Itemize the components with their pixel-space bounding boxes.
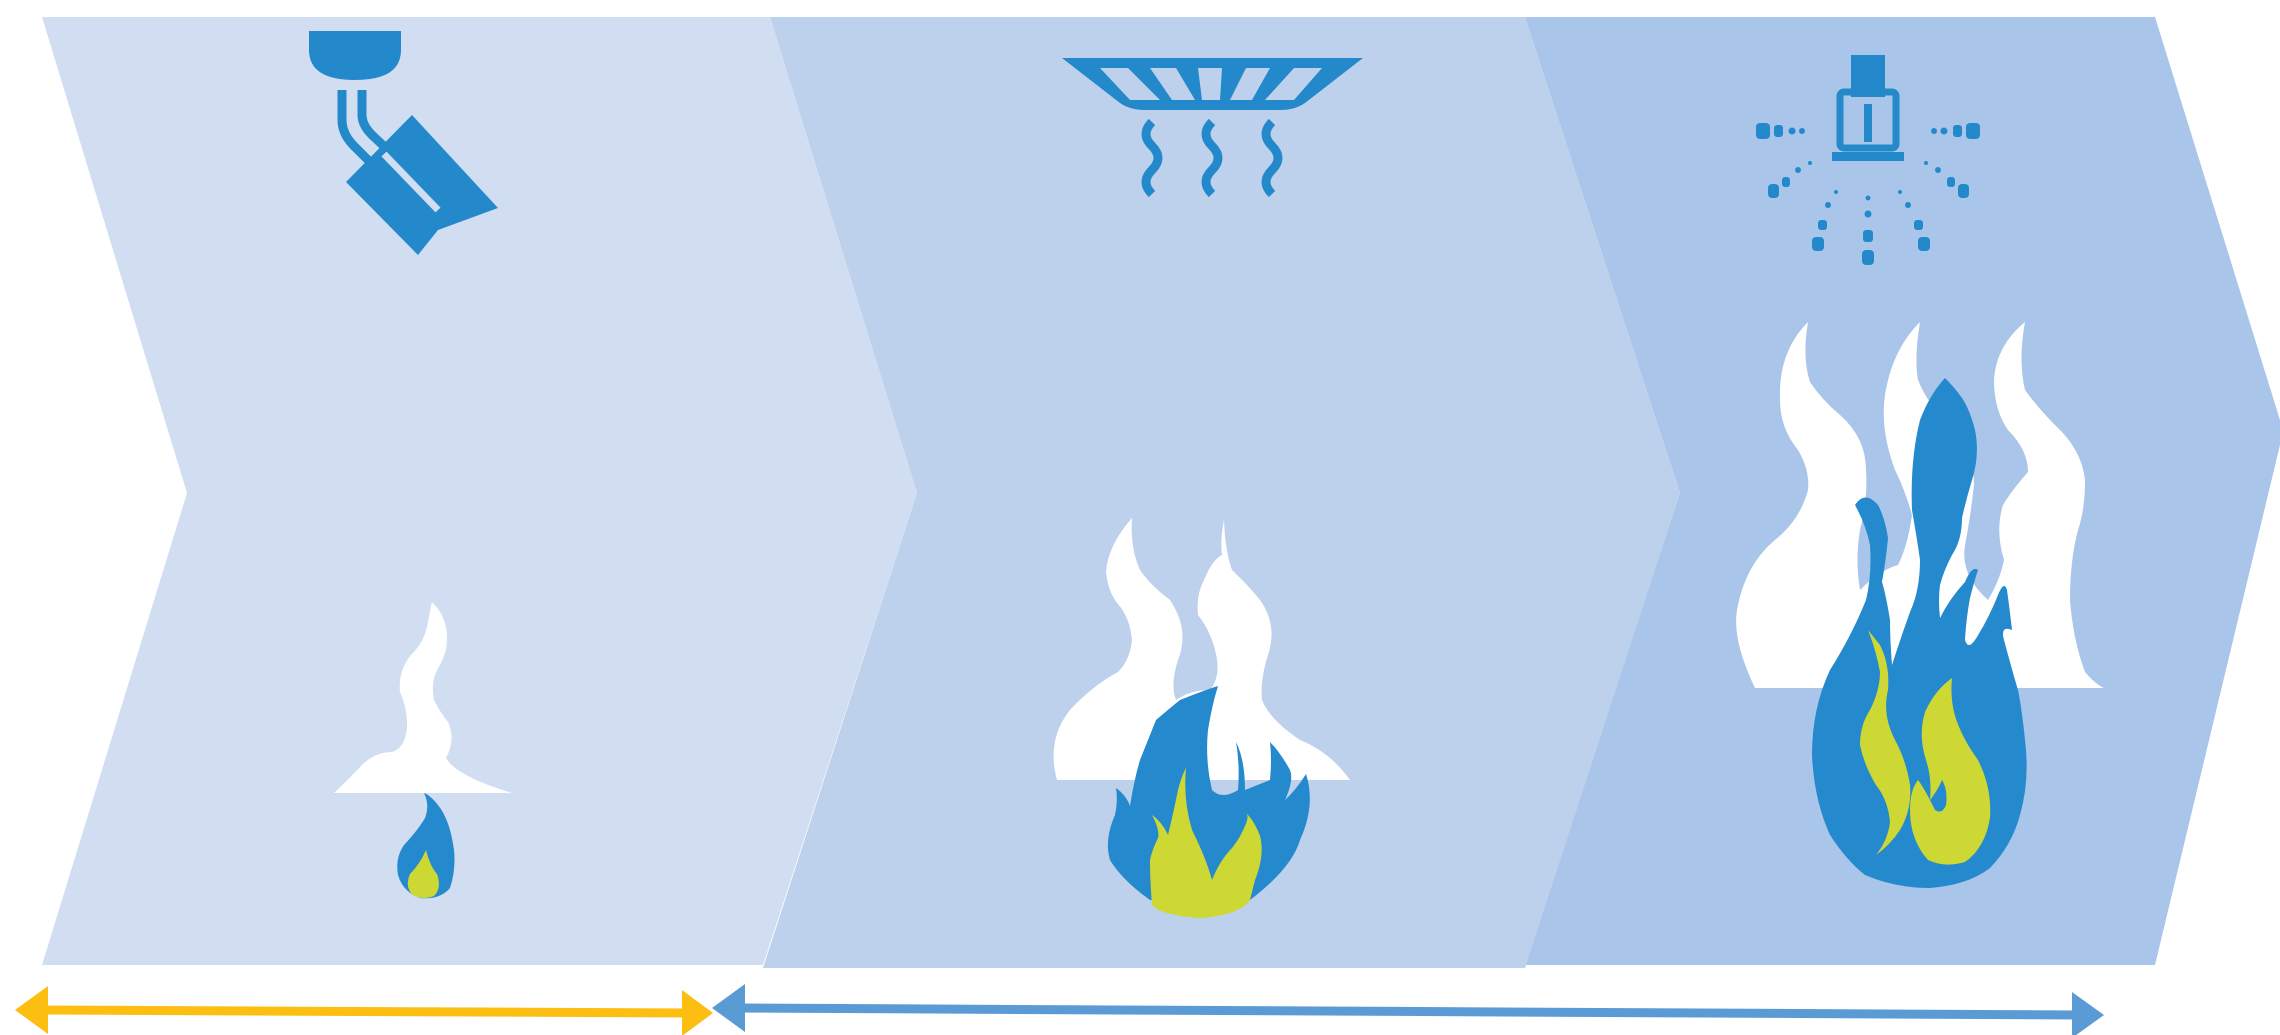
stage-panel-1 [42,17,917,965]
timeline-arrow-early [15,986,713,1035]
timeline-arrow-late [712,984,2104,1035]
